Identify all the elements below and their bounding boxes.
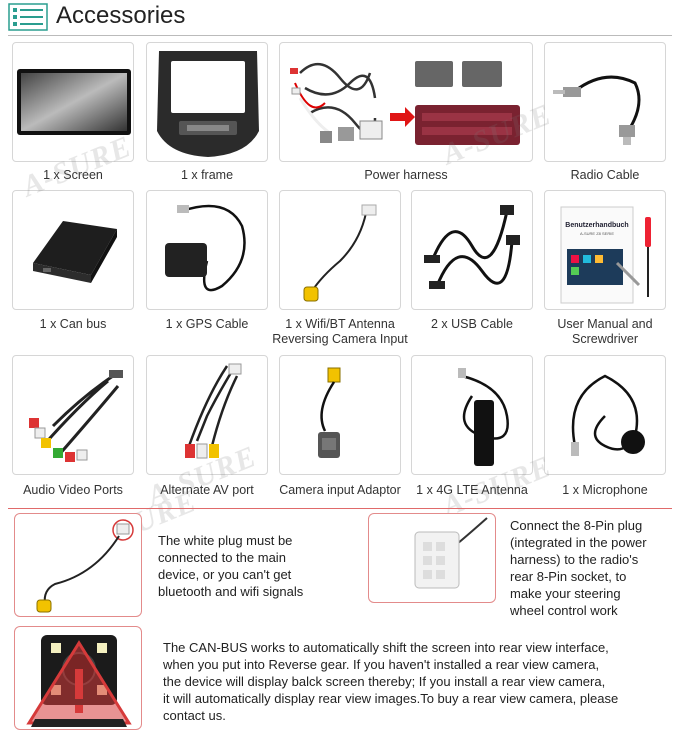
- caption-radio-cable: Radio Cable: [570, 168, 640, 182]
- caption-user-manual-line2: Screwdriver: [572, 332, 638, 346]
- item-card-alternate-av-port: [146, 355, 268, 475]
- eight-pin-note-line: Connect the 8-Pin plug: [510, 518, 643, 533]
- white-plug-note: The white plug must be connected to the …: [158, 532, 358, 600]
- item-card-camera-input-adaptor: [279, 355, 401, 475]
- caption-camera-input-adaptor: Camera input Adaptor: [279, 483, 401, 497]
- item-card-4g-lte-antenna: [411, 355, 533, 475]
- item-card-audio-video-ports: [12, 355, 134, 475]
- eight-pin-note-line: wheel control work: [510, 603, 618, 618]
- rear-camera-image-panel: [14, 626, 142, 730]
- canbus-note-line: The CAN-BUS works to automatically shift…: [163, 640, 609, 655]
- white-plug-note-line: connected to the main: [158, 550, 286, 565]
- item-card-wifi-bt-antenna: [279, 190, 401, 310]
- caption-frame: 1 x frame: [180, 168, 234, 182]
- caption-power-harness: Power harness: [364, 168, 448, 182]
- screen-image: [17, 69, 131, 135]
- wifi-bt-antenna-image: [303, 204, 377, 302]
- microphone-image: [571, 374, 645, 456]
- caption-wifi-bt-antenna: 1 x Wifi/BT Antenna Reversing Camera Inp…: [262, 317, 418, 347]
- white-plug-image: [36, 519, 134, 613]
- radio-cable-image: [553, 75, 641, 145]
- can-bus-image: [33, 221, 117, 283]
- page-header: Accessories: [0, 0, 679, 36]
- item-card-power-harness: [279, 42, 533, 162]
- white-plug-image-panel: [14, 513, 142, 617]
- item-card-can-bus: [12, 190, 134, 310]
- caption-wifi-bt-line1: 1 x Wifi/BT Antenna: [285, 317, 395, 331]
- caption-user-manual-line1: User Manual and: [557, 317, 653, 331]
- camera-input-adaptor-image: [318, 367, 341, 458]
- eight-pin-image-panel: [368, 513, 496, 603]
- canbus-note-line: when you put into Reverse gear. If you h…: [163, 657, 600, 672]
- notes-divider: [8, 508, 672, 509]
- item-card-microphone: [544, 355, 666, 475]
- canbus-note-line: it will automatically display rear view …: [163, 691, 619, 706]
- item-card-frame: [146, 42, 268, 162]
- caption-microphone: 1 x Microphone: [562, 483, 648, 497]
- eight-pin-note-line: (integrated in the power: [510, 535, 647, 550]
- white-plug-note-line: bluetooth and wifi signals: [158, 584, 304, 599]
- white-plug-note-line: The white plug must be: [158, 533, 293, 548]
- item-card-user-manual: Benutzerhandbuch A-SURE Z8 SERIE: [544, 190, 666, 310]
- lte-antenna-image: [458, 368, 509, 466]
- item-card-radio-cable: [544, 42, 666, 162]
- white-plug-note-line: device, or you can't get: [158, 567, 292, 582]
- canbus-note-line: the device will display balck screen the…: [163, 674, 606, 689]
- caption-gps-cable: 1 x GPS Cable: [165, 317, 249, 331]
- caption-alternate-av-port: Alternate AV port: [160, 483, 254, 497]
- caption-4g-lte-antenna: 1 x 4G LTE Antenna: [416, 483, 528, 497]
- header-divider: [8, 35, 672, 36]
- power-harness-image: [290, 61, 520, 145]
- item-card-gps-cable: [146, 190, 268, 310]
- list-icon: [8, 3, 48, 31]
- user-manual-image: Benutzerhandbuch A-SURE Z8 SERIE: [560, 206, 651, 304]
- eight-pin-plug-image: [414, 517, 488, 589]
- caption-usb-cable: 2 x USB Cable: [431, 317, 513, 331]
- eight-pin-note-line: make your steering: [510, 586, 621, 601]
- caption-can-bus: 1 x Can bus: [39, 317, 107, 331]
- item-card-usb-cable: [411, 190, 533, 310]
- item-card-screen: [12, 42, 134, 162]
- caption-wifi-bt-line2: Reversing Camera Input: [272, 332, 408, 346]
- caption-screen: 1 x Screen: [43, 168, 103, 182]
- manual-title: Benutzerhandbuch: [565, 222, 628, 229]
- page-title: Accessories: [56, 2, 186, 29]
- audio-video-ports-image: [29, 370, 123, 462]
- usb-cable-image: [424, 205, 520, 289]
- canbus-note: The CAN-BUS works to automatically shift…: [163, 639, 663, 724]
- eight-pin-note: Connect the 8-Pin plug (integrated in th…: [510, 517, 675, 619]
- eight-pin-note-line: harness) to the radio's: [510, 552, 639, 567]
- manual-subtitle: A-SURE Z8 SERIE: [580, 231, 614, 236]
- eight-pin-note-line: rear 8-Pin socket, to: [510, 569, 627, 584]
- alternate-av-port-image: [185, 363, 242, 459]
- rear-camera-warning-image: [26, 635, 132, 727]
- frame-image: [157, 51, 259, 157]
- caption-audio-video-ports: Audio Video Ports: [23, 483, 123, 497]
- gps-cable-image: [165, 204, 246, 292]
- caption-user-manual: User Manual and Screwdriver: [544, 317, 666, 347]
- canbus-note-line: contact us.: [163, 708, 226, 723]
